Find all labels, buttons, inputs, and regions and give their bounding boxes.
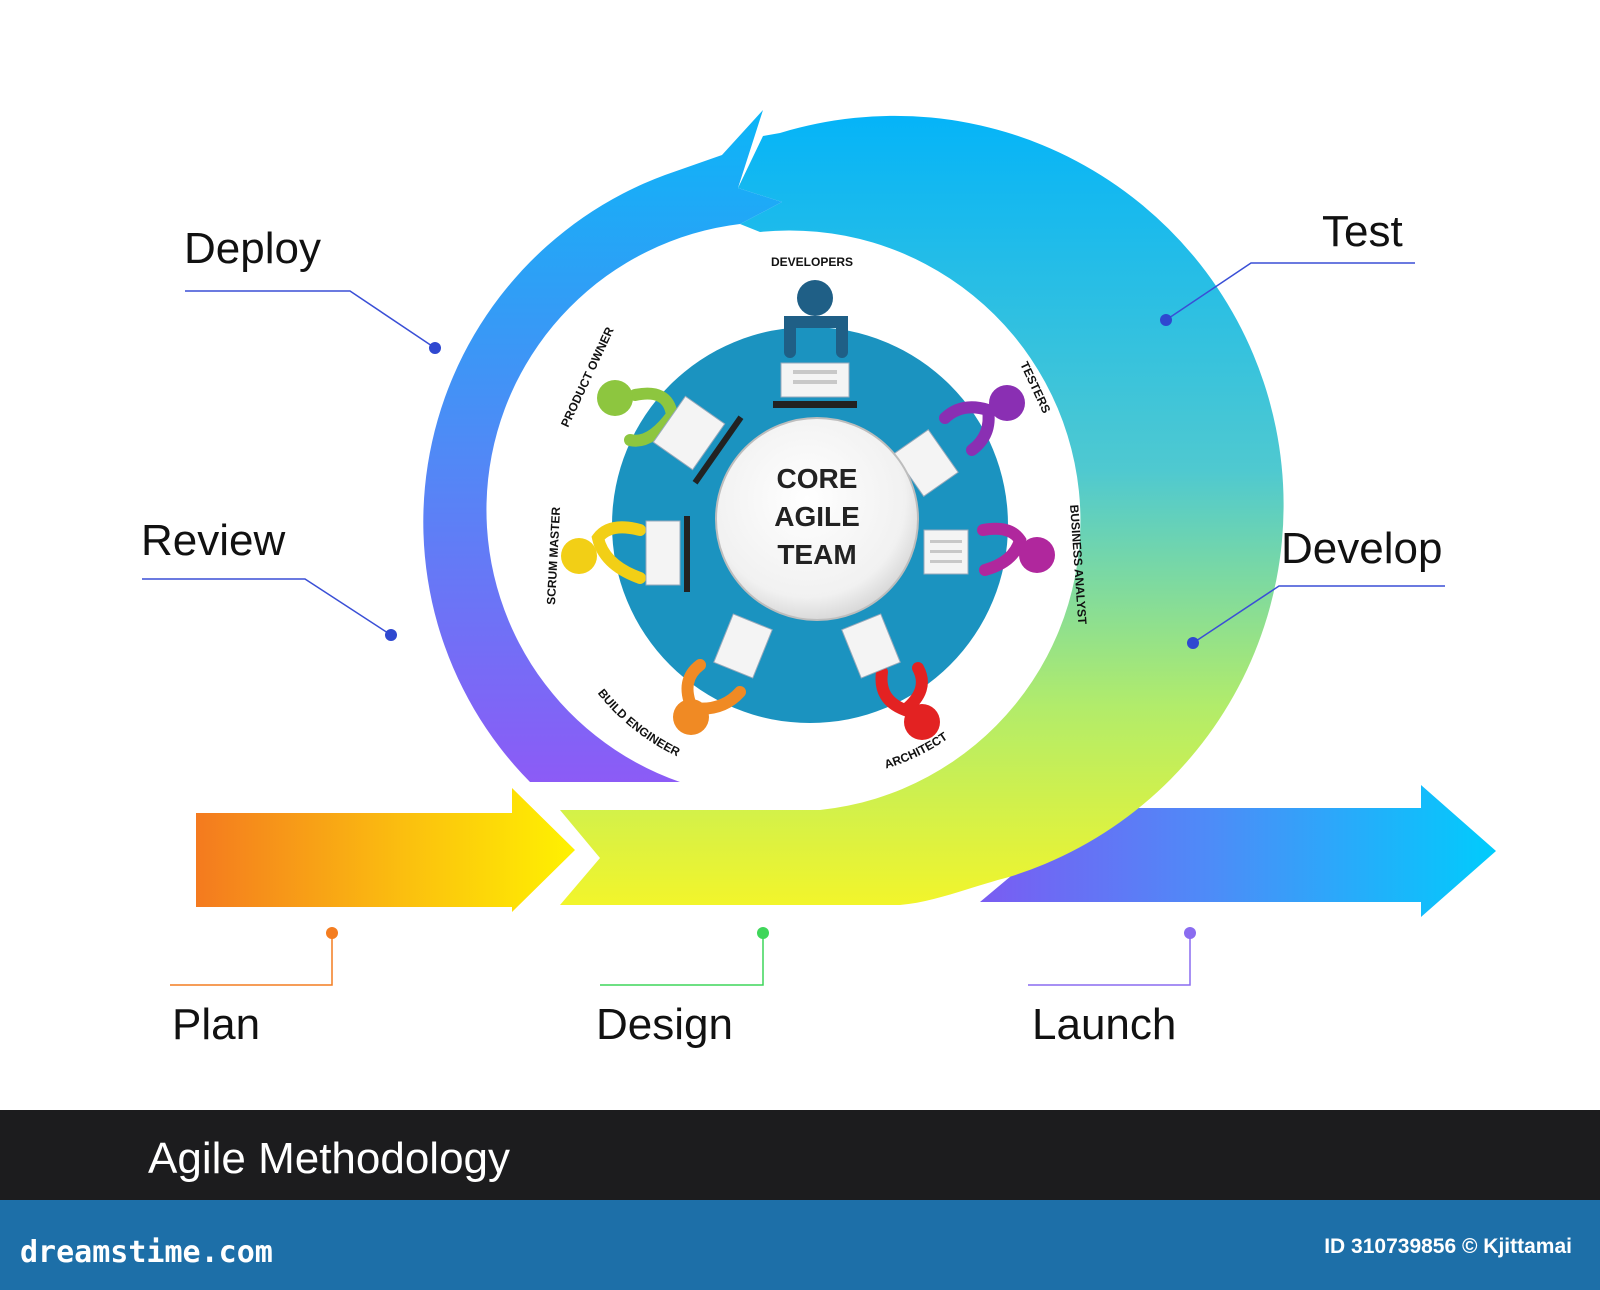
phase-label-test: Test bbox=[1322, 207, 1403, 256]
review-connector bbox=[142, 578, 397, 641]
role-label-developers: DEVELOPERS bbox=[771, 255, 853, 269]
phase-label-plan: Plan bbox=[172, 1000, 260, 1049]
business-analyst-seat bbox=[923, 522, 1055, 576]
product-owner-seat bbox=[597, 380, 744, 485]
cycle-arrow-right bbox=[560, 115, 1284, 905]
cycle-arrow-left bbox=[423, 110, 782, 782]
watermark-bar bbox=[0, 1200, 1600, 1290]
developers-seat bbox=[773, 280, 857, 408]
footer-title: Agile Methodology bbox=[148, 1134, 510, 1183]
phase-label-launch: Launch bbox=[1032, 1000, 1176, 1049]
title-bar bbox=[0, 1110, 1600, 1200]
test-connector bbox=[1160, 262, 1415, 326]
core-label-line-2: AGILE bbox=[774, 501, 860, 532]
deploy-connector bbox=[185, 290, 441, 354]
scrum-master-seat bbox=[561, 516, 690, 592]
plan-connector bbox=[170, 927, 338, 986]
phase-label-review: Review bbox=[141, 516, 285, 565]
core-label-line-3: TEAM bbox=[777, 539, 856, 570]
design-connector bbox=[600, 927, 769, 986]
phase-label-develop: Develop bbox=[1281, 524, 1442, 573]
develop-connector bbox=[1187, 585, 1445, 649]
core-circle bbox=[715, 417, 919, 621]
build-engineer-seat bbox=[673, 613, 773, 735]
launch-connector bbox=[1028, 927, 1196, 986]
plan-arrow bbox=[196, 788, 575, 912]
brand-wordmark: dreamstime.com bbox=[20, 1235, 273, 1270]
testers-seat bbox=[893, 385, 1025, 498]
core-label-line-1: CORE bbox=[777, 463, 858, 494]
phase-label-deploy: Deploy bbox=[184, 224, 321, 273]
role-label-scrum-master: SCRUM MASTER bbox=[544, 506, 563, 605]
phase-label-design: Design bbox=[596, 1000, 733, 1049]
architect-seat bbox=[841, 613, 940, 740]
stock-id: ID 310739856 © Kjittamai bbox=[1324, 1235, 1572, 1258]
